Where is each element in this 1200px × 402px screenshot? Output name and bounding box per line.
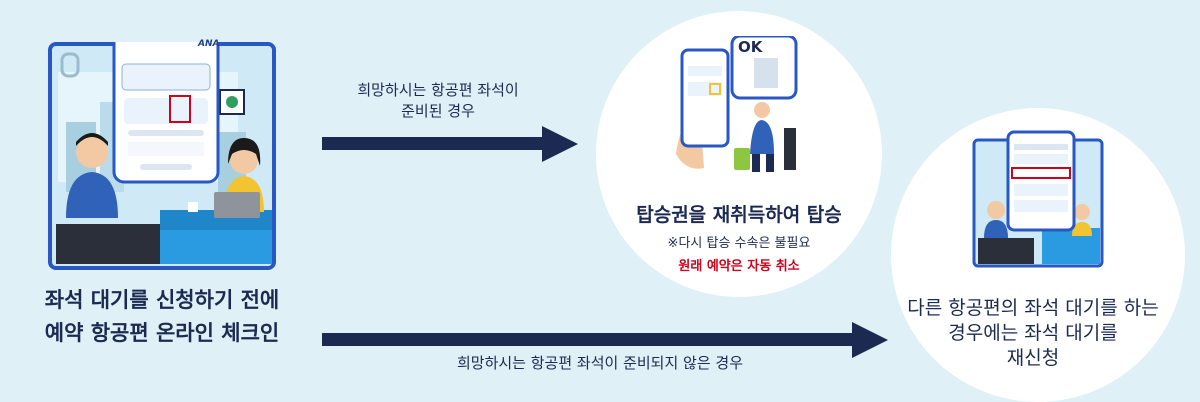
reapply-caption-line1: 다른 항공편의 좌석 대기를 하는 bbox=[907, 297, 1159, 319]
arrow-bottom-label: 희망하시는 항공편 좌석이 준비되지 않은 경우 bbox=[456, 354, 744, 372]
reapply-caption-line2: 경우에는 좌석 대기를 bbox=[948, 322, 1118, 344]
checkin-illustration: ANA bbox=[48, 30, 276, 270]
start-caption-line1: 좌석 대기를 신청하기 전에 bbox=[44, 288, 280, 312]
phone-app-logo: ANA bbox=[198, 39, 220, 49]
ok-bubble-text: OK bbox=[738, 38, 763, 56]
reboard-title: 탑승권을 재취득하여 탑승 bbox=[636, 204, 842, 226]
arrow-top-label-line2: 준비된 경우 bbox=[401, 102, 475, 120]
arrow-top-label-line1: 희망하시는 항공편 좌석이 bbox=[357, 81, 519, 99]
arrow-top-label: 희망하시는 항공편 좌석이 준비된 경우 bbox=[318, 80, 558, 122]
reboard-note-red: 원래 예약은 자동 취소 bbox=[678, 259, 800, 274]
start-caption-line2: 예약 항공편 온라인 체크인 bbox=[44, 321, 280, 345]
arrow-top bbox=[322, 126, 578, 162]
reapply-illustration bbox=[972, 130, 1104, 268]
start-caption: 좌석 대기를 신청하기 전에 예약 항공편 온라인 체크인 bbox=[2, 284, 322, 350]
reapply-caption-line3: 재신청 bbox=[1006, 347, 1060, 369]
reboard-illustration: OK bbox=[670, 34, 810, 176]
reboard-note: ※다시 탑승 수속은 불필요 bbox=[667, 236, 811, 251]
arrow-bottom bbox=[322, 322, 888, 358]
reapply-caption: 다른 항공편의 좌석 대기를 하는 경우에는 좌석 대기를 재신청 bbox=[868, 296, 1198, 371]
